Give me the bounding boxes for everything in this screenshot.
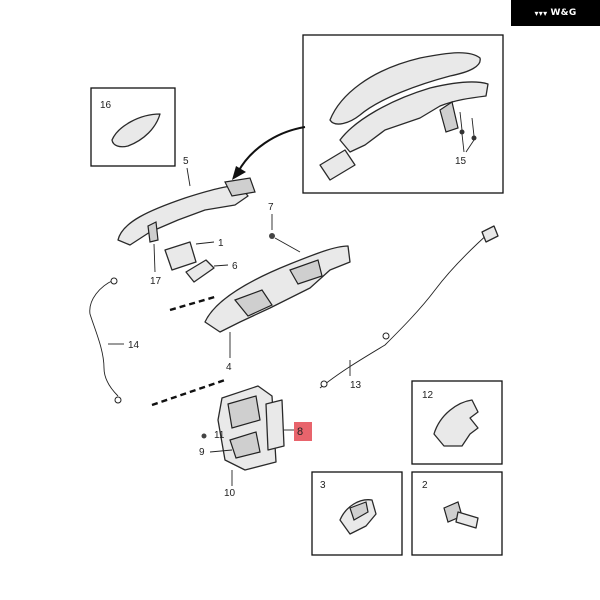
callout-6: 6 <box>232 261 238 272</box>
part-17-screw: 17 <box>147 221 162 287</box>
part-5-outer-handle: 5 <box>117 156 256 246</box>
part-1-cover: 1 <box>164 238 224 271</box>
inset-part-2: 2 <box>411 471 503 556</box>
callout-1: 1 <box>218 238 224 249</box>
inset-part-16: 16 <box>90 87 176 167</box>
callout-16: 16 <box>100 100 112 111</box>
alignment-dash-upper <box>169 294 219 312</box>
callout-2: 2 <box>422 480 428 491</box>
inset-handle-detail: 15 <box>302 34 504 194</box>
logo-mark-icon: ▾▾▾ <box>534 8 548 18</box>
inset-part-3: 3 <box>311 471 403 556</box>
part-13-rod: 13 <box>319 225 499 391</box>
callout-8-highlight: 8 <box>294 422 312 441</box>
inset-arrow <box>237 126 306 173</box>
logo-text: W&G <box>550 8 577 18</box>
callout-14: 14 <box>128 340 140 351</box>
callout-4: 4 <box>226 362 232 373</box>
alignment-dash-lower <box>151 378 226 407</box>
callout-8: 8 <box>297 426 303 438</box>
inset-part-12: 12 <box>411 380 503 465</box>
callout-17: 17 <box>150 276 162 287</box>
callout-13: 13 <box>350 380 362 391</box>
part-4-handle-carrier: 4 <box>204 245 351 373</box>
brand-logo: ▾▾▾ W&G <box>511 0 600 26</box>
callout-7: 7 <box>268 202 274 213</box>
part-7-screw: 7 <box>268 202 301 253</box>
callout-9: 9 <box>199 447 205 458</box>
callout-10: 10 <box>224 488 236 499</box>
callout-15: 15 <box>455 156 467 167</box>
callout-11: 11 <box>214 430 225 441</box>
callout-3: 3 <box>320 480 326 491</box>
arrow-head-icon <box>232 166 246 180</box>
part-6-gasket: 6 <box>185 259 238 283</box>
lock-assembly: 11 9 10 <box>199 385 294 499</box>
callout-5: 5 <box>183 156 189 167</box>
callout-12: 12 <box>422 390 434 401</box>
part-14-cable: 14 <box>89 277 140 404</box>
